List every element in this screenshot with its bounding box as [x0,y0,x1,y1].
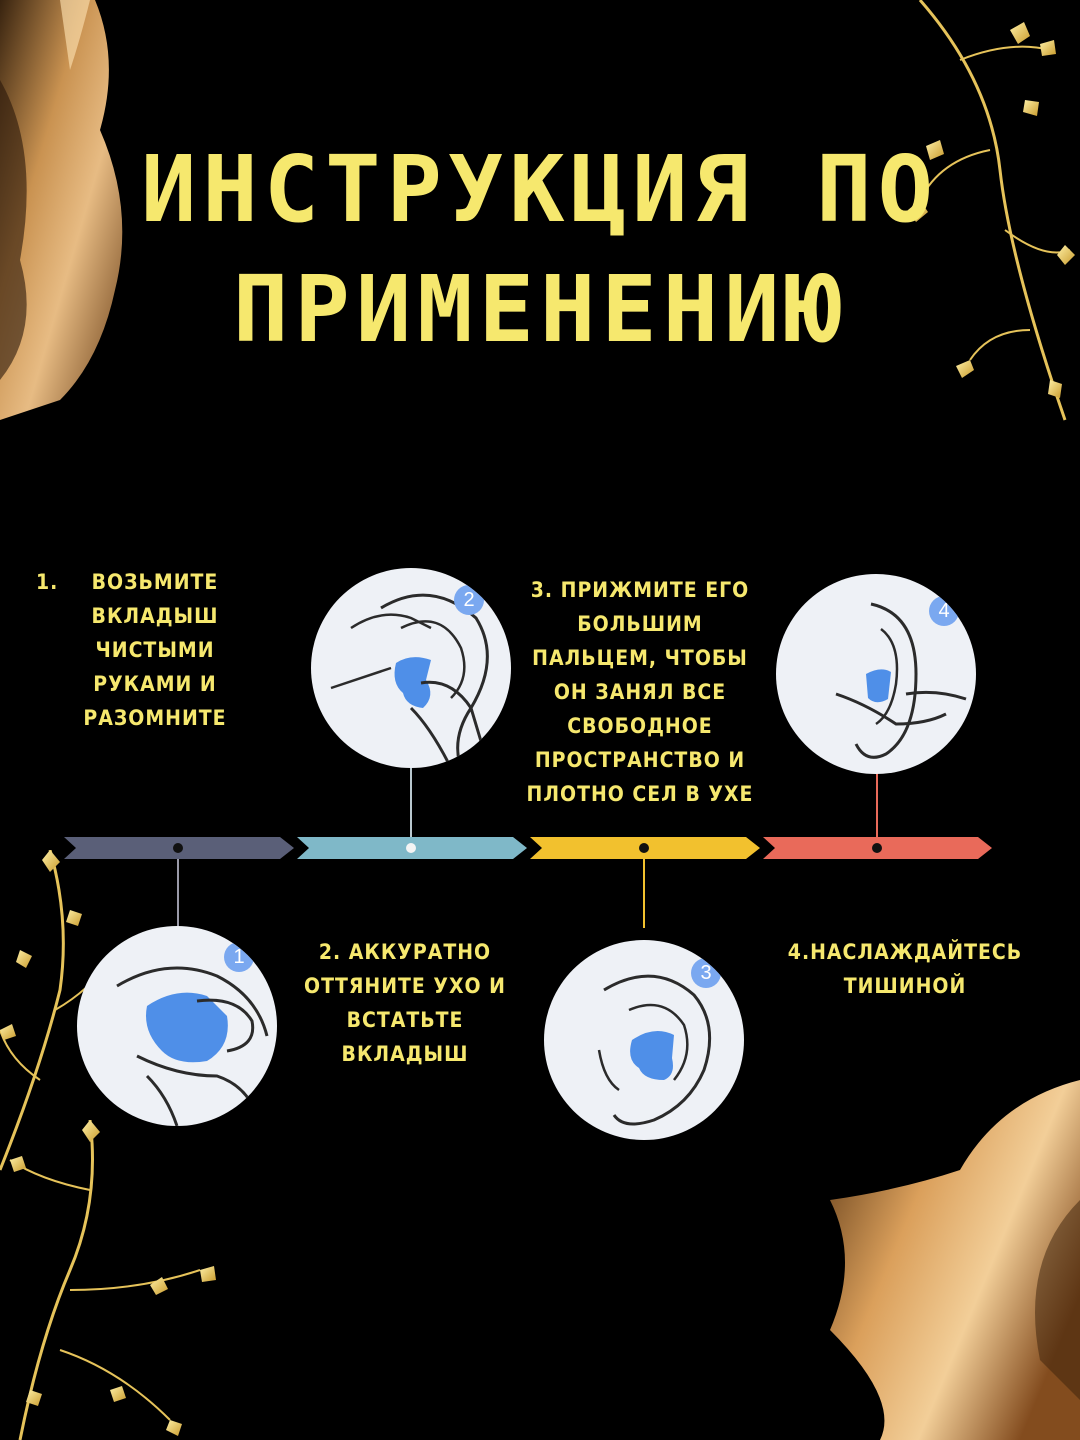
title-line-2: ПРИМЕНЕНИЮ [233,256,847,363]
step-4-badge: 4 [929,596,959,626]
fingers-squeezing-earplug-icon [116,966,269,1126]
connector-step-2 [410,760,412,848]
step-2-illustration: 2 [311,568,511,768]
timeline-dot-1 [173,843,183,853]
step-1-illustration: 1 [77,926,277,1126]
step-1-text: 1. ВОЗЬМИТЕ ВКЛАДЫШ ЧИСТЫМИ РУКАМИ И РАЗ… [30,565,260,735]
step-1-line: РУКАМИ И [93,672,217,696]
step-2-line: ВКЛАДЫШ [341,1042,469,1066]
ear-with-finger-icon [835,602,967,759]
step-2-text: 2. АККУРАТНО ОТТЯНИТЕ УХО И ВСТАТЬТЕ ВКЛ… [290,935,520,1071]
step-2-line: ОТТЯНИТЕ УХО И [304,974,506,998]
step-3-line: ОН ЗАНЯЛ ВСЕ [553,680,727,704]
connector-step-3 [643,848,645,928]
step-4-text: 4.НАСЛАЖДАЙТЕСЬ ТИШИНОЙ [770,935,1040,1003]
timeline-dot-2 [406,843,416,853]
timeline-dot-4 [872,843,882,853]
page-title: ИНСТРУКЦИЯ ПО ПРИМЕНЕНИЮ [0,130,1080,370]
step-1-line: ЧИСТЫМИ [95,638,215,662]
hand-pulling-ear-icon [330,593,489,768]
step-3-line: 3. ПРИЖМИТЕ ЕГО [530,578,750,602]
connector-step-4 [876,770,878,848]
step-4-illustration: 4 [776,574,976,774]
step-3-line: ПРОСТРАНСТВО И [534,748,746,772]
title-line-1: ИНСТРУКЦИЯ ПО [140,136,940,243]
step-3-illustration: 3 [544,940,744,1140]
gold-branch-bottom-left [9,1120,216,1440]
step-3-line: БОЛЬШИМ [577,612,703,636]
timeline-bar [64,837,992,859]
connector-step-1 [177,848,179,928]
step-3-line: ПЛОТНО СЕЛ В УХЕ [526,782,754,806]
step-3-line: СВОБОДНОЕ [567,714,713,738]
step-4-line: ТИШИНОЙ [843,974,967,998]
step-2-line: ВСТАТЬТЕ [346,1008,464,1032]
timeline-dot-3 [639,843,649,853]
step-3-text: 3. ПРИЖМИТЕ ЕГО БОЛЬШИМ ПАЛЬЦЕМ, ЧТОБЫ О… [515,573,765,811]
earplug-in-ear-icon [597,974,712,1126]
step-1-line: ВОЗЬМИТЕ [91,570,219,594]
step-1-number: 1. [36,570,59,594]
step-1-line: РАЗОМНИТЕ [83,706,227,730]
step-2-badge: 2 [454,585,484,615]
step-3-line: ПАЛЬЦЕМ, ЧТОБЫ [532,646,748,670]
step-4-line: 4.НАСЛАЖДАЙТЕСЬ [787,940,1023,964]
step-1-line: ВКЛАДЫШ [91,604,219,628]
step-3-badge: 3 [691,958,721,988]
step-1-badge: 1 [224,942,254,972]
step-2-line: 2. АККУРАТНО [318,940,492,964]
